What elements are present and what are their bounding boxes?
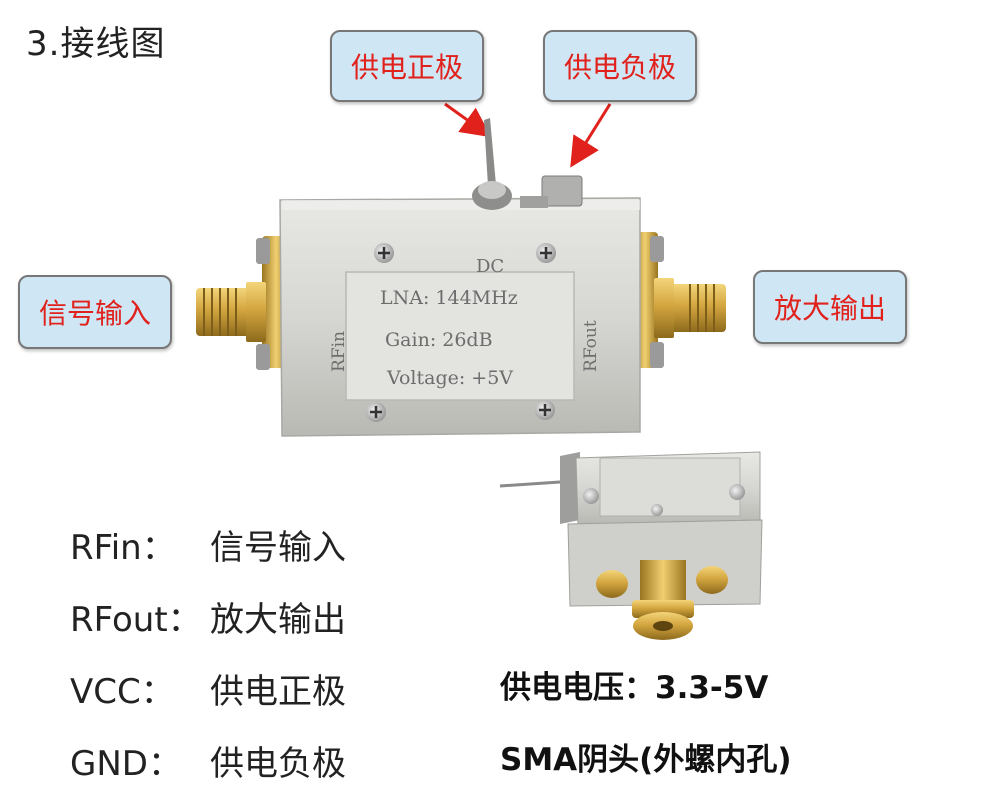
callout-power-positive: 供电正极 [330,30,484,102]
board-left-port: RFin [329,331,349,372]
board-line-1: LNA: 144MHz [380,287,518,309]
arrow-negative [570,103,612,168]
spec-supply-voltage: 供电电压：3.3-5V [500,670,769,706]
pin-name: RFout： [70,600,202,640]
pin-row-rfin: RFin： 信号输入 [70,520,346,569]
arrow-positive [444,102,492,138]
pin-name: VCC： [70,672,175,712]
module-end-view [499,451,763,640]
board-top-label: DC [476,256,504,277]
pin-desc: 放大输出 [210,600,346,640]
callout-signal-input: 信号输入 [18,275,172,349]
board-line-2: Gain: 26dB [385,329,493,351]
pin-desc: 供电负极 [210,744,346,784]
pin-name: GND： [70,744,182,784]
spec-connector: SMA阴头(外螺内孔) [500,742,792,778]
page-title: 3.接线图 [26,24,166,64]
callout-amplified-output: 放大输出 [753,270,907,344]
board-right-port: RFout [581,320,601,372]
pin-desc: 信号输入 [210,528,346,568]
board-line-3: Voltage: +5V [386,367,513,389]
pin-name: RFin： [70,528,176,568]
pin-desc: 供电正极 [210,672,346,712]
pin-row-vcc: VCC： 供电正极 [70,664,346,713]
pin-row-rfout: RFout：放大输出 [70,592,346,641]
callout-power-negative: 供电负极 [543,30,697,102]
pin-row-gnd: GND： 供电负极 [70,736,346,785]
lna-module: DC LNA: 144MHz Gain: 26dB Voltage: +5V R… [196,118,726,437]
